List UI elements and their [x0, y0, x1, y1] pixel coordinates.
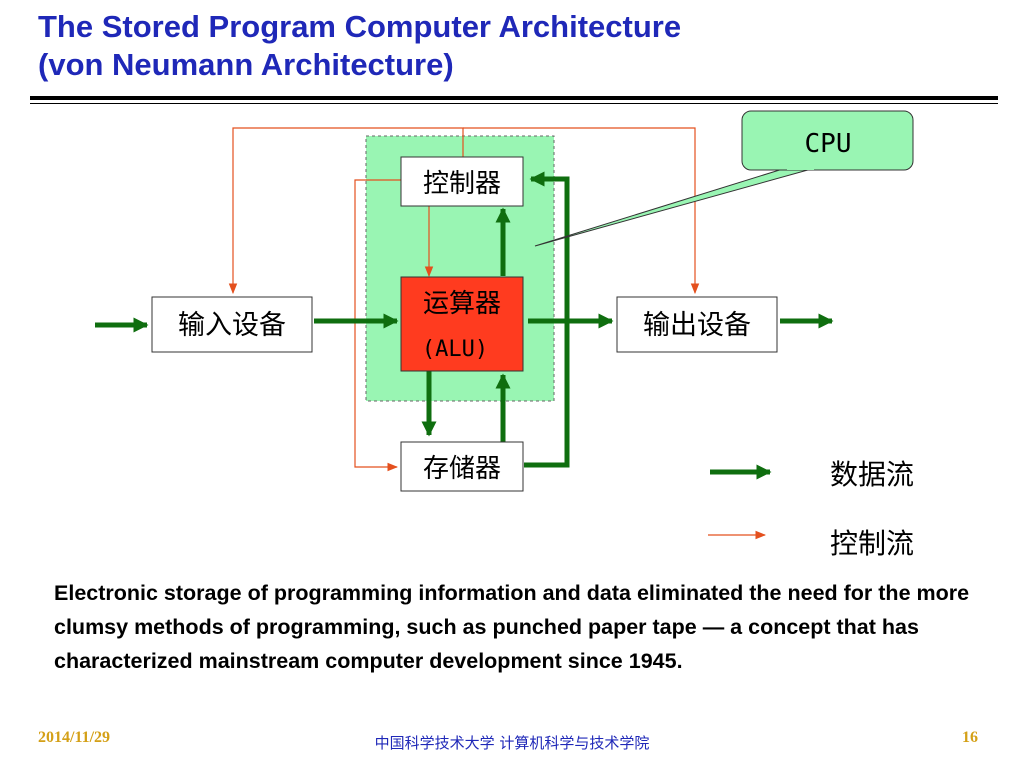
- legend-control-flow-label: 控制流: [830, 527, 914, 560]
- slide-title: The Stored Program Computer Architecture…: [38, 8, 681, 84]
- cpu-callout: [741, 110, 914, 171]
- footer-institution: 中国科学技术大学 计算机科学与技术学院: [374, 734, 650, 752]
- controller-box: [400, 156, 524, 207]
- data-memory-to-controller-arrow: [524, 171, 570, 468]
- output-device-box: [616, 296, 778, 353]
- title-divider-thin: [30, 103, 998, 104]
- input-device-label: 输入设备: [178, 310, 286, 341]
- control-to-input-line: [228, 127, 464, 295]
- alu-box: [400, 276, 524, 372]
- cpu-callout-label: CPU: [805, 129, 852, 159]
- memory-box: [400, 441, 524, 492]
- slide-title-line-2: (von Neumann Architecture): [38, 47, 454, 82]
- control-to-output-line: [463, 127, 700, 295]
- alu-label-line-2: (ALU): [422, 337, 488, 362]
- description-text: Electronic storage of programming inform…: [54, 581, 970, 673]
- footer-date: 2014/11/29: [38, 729, 111, 746]
- controller-label: 控制器: [423, 169, 501, 199]
- output-device-label: 输出设备: [643, 310, 751, 341]
- slide-title-line-1: The Stored Program Computer Architecture: [38, 9, 682, 44]
- title-divider-thick: [30, 96, 998, 100]
- data-flow-lines: [95, 171, 834, 468]
- legend-data-flow-label: 数据流: [830, 458, 914, 491]
- cpu-callout-pointer: [534, 167, 816, 247]
- memory-label: 存储器: [423, 454, 501, 484]
- page-number: 16: [962, 729, 978, 746]
- input-device-box: [151, 296, 313, 353]
- alu-label-line-1: 运算器: [423, 289, 501, 319]
